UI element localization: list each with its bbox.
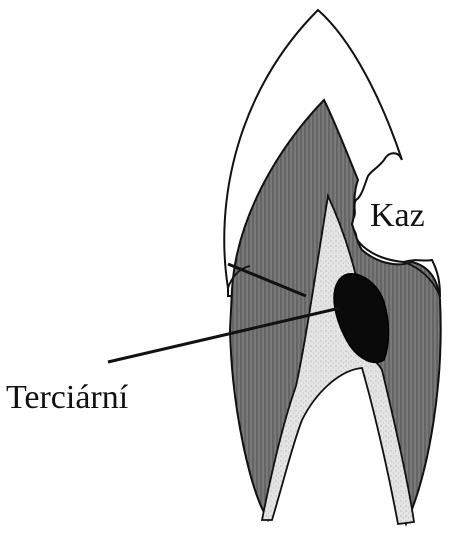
label-tertiary: Terciární — [6, 379, 129, 416]
label-caries: Kaz — [370, 197, 425, 234]
